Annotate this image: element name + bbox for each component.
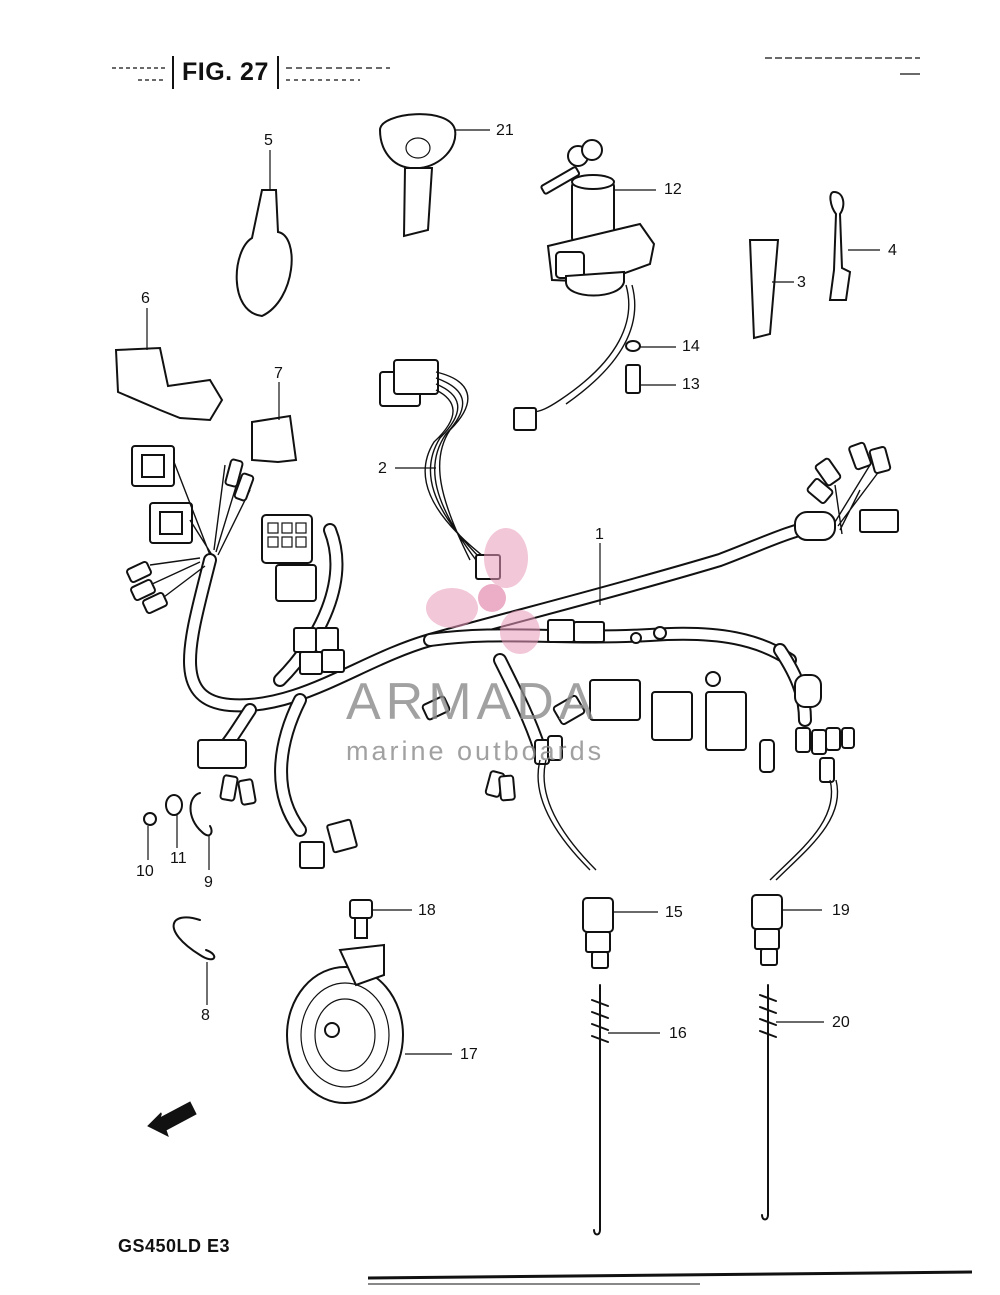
callout-10: 10 (136, 863, 154, 880)
watermark-propeller-icon (426, 528, 540, 654)
figure-title: FIG. 27 (172, 56, 279, 89)
callout-20: 20 (832, 1014, 850, 1031)
fastener-parts (143, 792, 216, 961)
fwd-arrow-icon (147, 1101, 197, 1137)
callout-14: 14 (682, 338, 700, 355)
model-code: GS450LD E3 (118, 1236, 231, 1256)
brake-switch-parts (537, 759, 839, 1236)
watermark-tagline: marine outboards (346, 736, 605, 766)
key-part (378, 113, 457, 238)
callout-15: 15 (665, 904, 683, 921)
ignition-switch-part (513, 139, 656, 431)
watermark-brand: ARMADA (346, 673, 599, 731)
callout-3: 3 (797, 274, 806, 291)
header-rules (112, 57, 920, 81)
footer-rules (367, 1270, 973, 1285)
callout-2: 2 (378, 460, 387, 477)
callout-9: 9 (204, 874, 213, 891)
callout-18: 18 (418, 902, 436, 919)
callout-8: 8 (201, 1007, 210, 1024)
callout-4: 4 (888, 242, 897, 259)
clamp-parts (114, 189, 852, 464)
leader-lines (146, 129, 880, 1055)
callout-1: 1 (595, 526, 604, 543)
callout-16: 16 (669, 1025, 687, 1042)
callout-13: 13 (682, 376, 700, 393)
callout-12: 12 (664, 181, 682, 198)
callout-11: 11 (170, 850, 187, 867)
callout-7: 7 (274, 365, 283, 382)
callout-17: 17 (460, 1046, 478, 1063)
callout-5: 5 (264, 132, 273, 149)
horn-part (286, 899, 404, 1104)
callout-21: 21 (496, 122, 514, 139)
wiring-harness-part (126, 441, 899, 869)
sub-harness-part (379, 359, 501, 580)
callout-19: 19 (832, 902, 850, 919)
callout-6: 6 (141, 290, 150, 307)
